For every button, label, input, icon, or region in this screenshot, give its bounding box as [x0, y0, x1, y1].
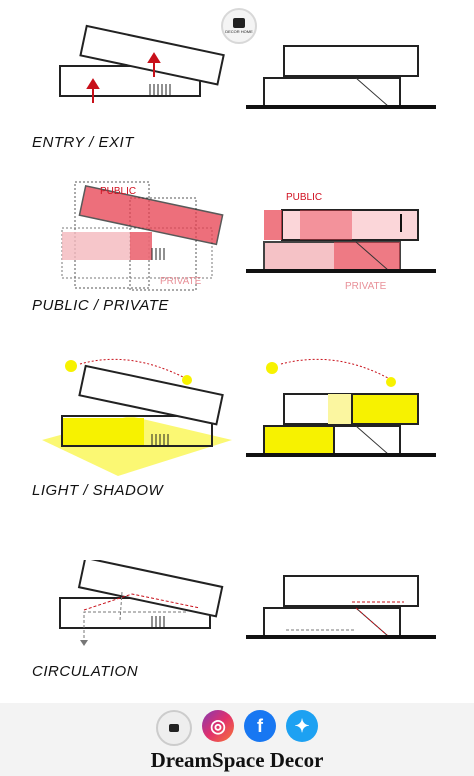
- brand-logo[interactable]: [156, 710, 192, 746]
- sun-icon: [266, 362, 278, 374]
- upper-volume: [78, 364, 224, 426]
- sun-icon: [65, 360, 77, 372]
- lower-volume-elev: [263, 77, 401, 107]
- sun-icon: [386, 377, 396, 387]
- section-caption: ENTRY / EXIT: [32, 134, 134, 151]
- public-zone-outline: [74, 181, 150, 289]
- overlap-zone-fill: [130, 232, 152, 260]
- arrow-head: [80, 640, 88, 646]
- facebook-icon[interactable]: f: [244, 710, 276, 742]
- stair: [151, 434, 169, 446]
- logo-text: DECOR HOME: [225, 29, 253, 34]
- light-shadow-diagram: [42, 358, 436, 476]
- stair: [149, 84, 171, 96]
- public-label-left: PUBLIC: [100, 186, 136, 197]
- upper-volume-elev: [283, 575, 419, 607]
- brand-logo-top: DECOR HOME: [221, 8, 257, 44]
- lit-zone-elev: [351, 393, 419, 425]
- house-icon: [233, 18, 245, 28]
- sun-path: [280, 358, 389, 379]
- section-caption: LIGHT / SHADOW: [32, 482, 164, 499]
- upper-volume-elev: [281, 209, 419, 241]
- section-caption: CIRCULATION: [32, 663, 139, 680]
- brand-name: DreamSpace Decor: [150, 748, 324, 772]
- public-private-diagram: PUBLIC PRIVATE PUBLIC PRIVATE: [61, 181, 436, 292]
- upper-volume-elev: [283, 45, 419, 77]
- circulation-diagram: [59, 560, 436, 646]
- twitter-icon[interactable]: ✦: [286, 710, 318, 742]
- private-label-right: PRIVATE: [345, 281, 387, 292]
- upper-volume: [77, 560, 224, 618]
- section-caption: PUBLIC / PRIVATE: [32, 297, 169, 314]
- stair-line: [355, 77, 389, 107]
- social-links: ◎ f ✦: [0, 710, 474, 746]
- public-strip: [264, 210, 282, 240]
- public-zone-fill: [78, 184, 224, 246]
- private-zone-elev: [334, 242, 400, 270]
- lower-volume-elev: [263, 607, 401, 637]
- entry-exit-diagram: [59, 24, 436, 109]
- public-zone-elev: [300, 210, 352, 240]
- circulation-path: [83, 591, 201, 638]
- circulation-path-elev: [286, 601, 404, 637]
- private-label-left: PRIVATE: [160, 276, 202, 287]
- sun-icon: [182, 375, 192, 385]
- instagram-icon[interactable]: ◎: [202, 710, 234, 742]
- public-label-right: PUBLIC: [286, 192, 322, 203]
- stair: [151, 616, 165, 628]
- lit-volume-elev: [263, 425, 335, 455]
- lit-volume: [62, 418, 144, 446]
- stair: [151, 248, 165, 260]
- entry-arrow: [86, 52, 161, 103]
- footer: [0, 703, 474, 776]
